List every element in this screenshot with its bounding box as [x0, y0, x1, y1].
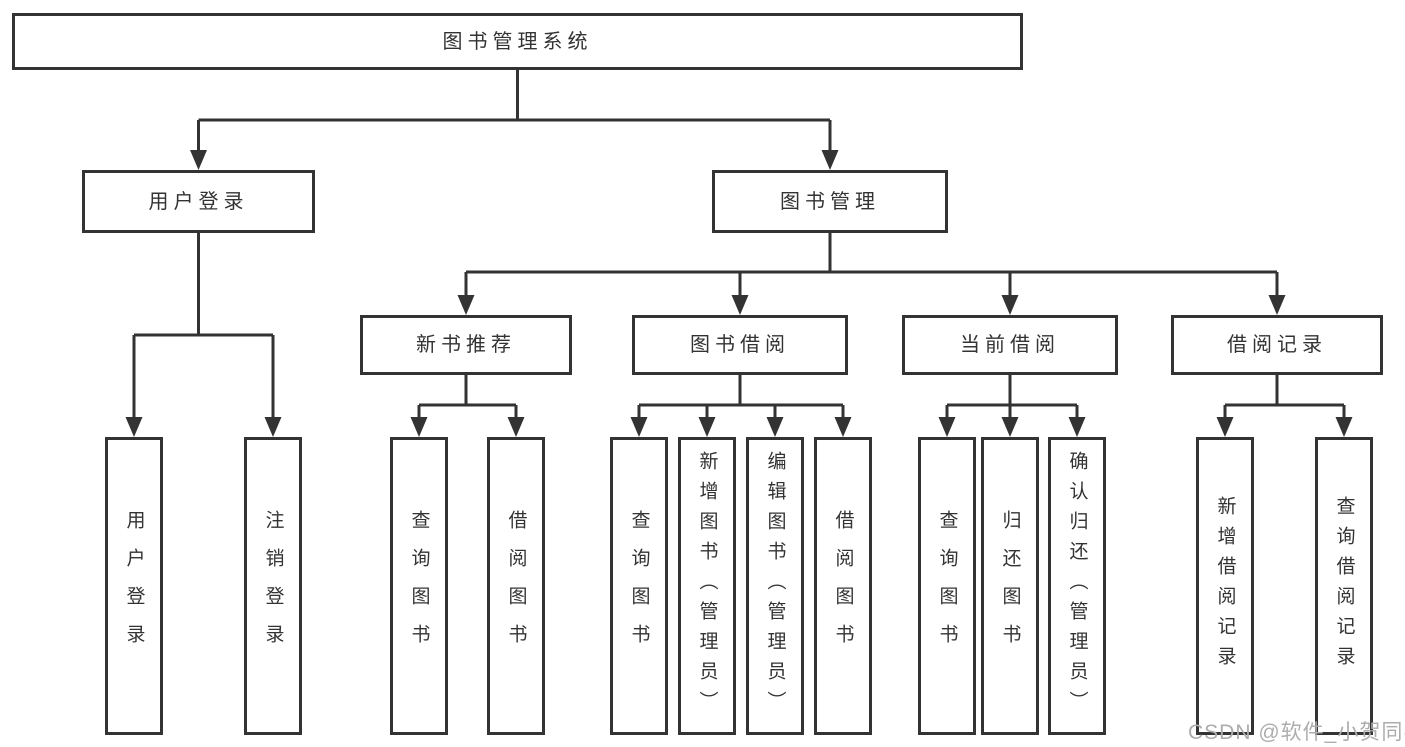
node-book-management: 图书管理	[712, 170, 948, 233]
leaf-confirm-return-admin: 确认归还（管理员）	[1048, 437, 1106, 735]
node-current-borrow: 当前借阅	[902, 315, 1118, 375]
connector-records-group	[1216, 374, 1353, 437]
node-book-borrow: 图书借阅	[632, 315, 848, 375]
connector-book-to-level3	[457, 232, 1286, 315]
leaf-add-borrow-record: 新增借阅记录	[1196, 437, 1254, 735]
leaf-query-books-recommend: 查询图书	[390, 437, 448, 735]
leaf-return-book: 归还图书	[981, 437, 1039, 735]
leaf-query-borrow-record: 查询借阅记录	[1315, 437, 1373, 735]
node-user-login: 用户登录	[82, 170, 315, 233]
leaf-user-login: 用户登录	[105, 437, 163, 735]
node-borrow-records-label: 借阅记录	[1227, 334, 1327, 356]
node-user-login-label: 用户登录	[148, 190, 249, 213]
connector-user-branch	[125, 232, 282, 437]
leaf-edit-book-admin: 编辑图书（管理员）	[746, 437, 804, 735]
connector-borrow-group	[630, 374, 852, 437]
node-new-book-recommend-label: 新书推荐	[416, 334, 516, 356]
node-library-system: 图书管理系统	[12, 13, 1023, 70]
connector-root-to-level2	[190, 69, 839, 170]
leaf-borrow-books: 借阅图书	[814, 437, 872, 735]
node-book-borrow-label: 图书借阅	[690, 334, 790, 356]
leaf-query-books-current: 查询图书	[918, 437, 976, 735]
node-new-book-recommend: 新书推荐	[360, 315, 572, 375]
connector-current-group	[938, 374, 1086, 437]
node-library-system-label: 图书管理系统	[442, 30, 593, 53]
leaf-add-book-admin: 新增图书（管理员）	[678, 437, 736, 735]
leaf-logout: 注销登录	[244, 437, 302, 735]
leaf-query-books-borrow: 查询图书	[610, 437, 668, 735]
connector-recommend-group	[410, 374, 525, 437]
node-book-management-label: 图书管理	[780, 190, 880, 213]
csdn-watermark: CSDN @软件_小贺同学	[1188, 721, 1405, 744]
node-borrow-records: 借阅记录	[1171, 315, 1383, 375]
node-current-borrow-label: 当前借阅	[960, 334, 1060, 356]
leaf-borrow-books-recommend: 借阅图书	[487, 437, 545, 735]
